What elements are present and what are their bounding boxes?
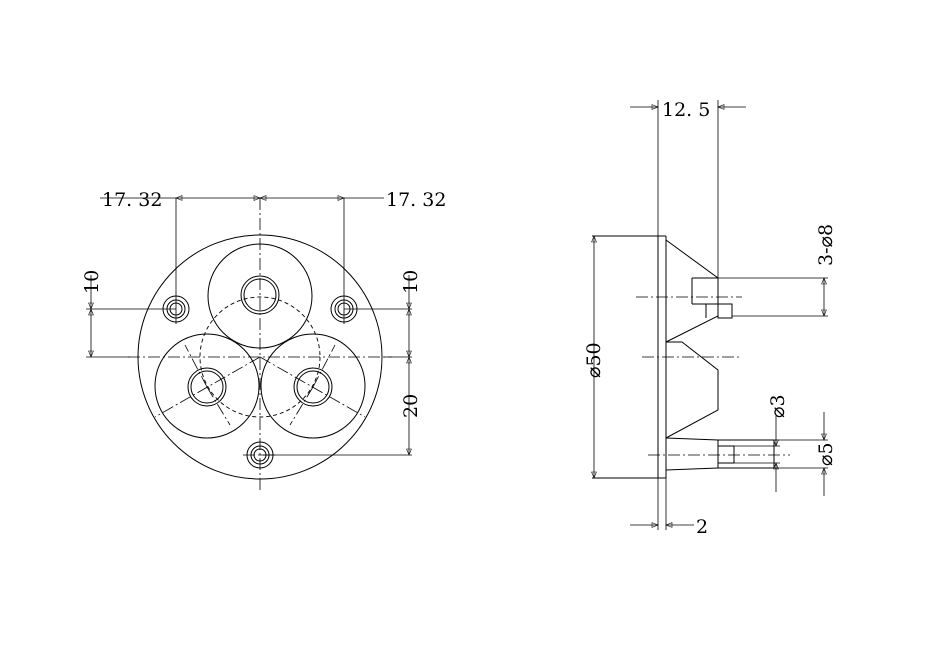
centerline-spoke-right-up <box>312 344 336 388</box>
dim-text-3-phi8: 3-⌀8 <box>815 224 837 266</box>
dim-text-20-right: 20 <box>400 394 422 418</box>
dim-text-phi5: ⌀5 <box>815 442 837 466</box>
side-view: 12. 5 3-⌀8 ⌀50 ⌀3 ⌀5 2 <box>583 99 837 538</box>
lens-hole-left-outer <box>187 367 227 407</box>
lens-hole-right-inner <box>296 370 330 404</box>
dim-text-10-right: 10 <box>400 270 422 294</box>
centerline-spoke-left-up <box>184 344 208 388</box>
dim-text-2: 2 <box>696 516 708 538</box>
dim-text-17-32-left: 17. 32 <box>102 189 162 211</box>
lens-hole-right-outer <box>293 367 333 407</box>
lens-bottom-left <box>154 333 260 439</box>
dim-text-17-32-right: 17. 32 <box>386 189 446 211</box>
centerline-spoke-right-down <box>289 386 314 426</box>
dim-text-phi50: ⌀50 <box>583 342 605 378</box>
lower-lens-edge-a <box>665 437 719 441</box>
upper-lens-pin <box>717 303 733 319</box>
middle-lens-cone <box>665 341 719 439</box>
centerline-diagonal-left <box>154 356 261 418</box>
lens-bottom-right <box>260 333 366 439</box>
centerline-spoke-left-down <box>206 386 231 426</box>
dim-text-12-5: 12. 5 <box>662 99 710 121</box>
dim-text-10-left: 10 <box>81 270 103 294</box>
lower-lens-edge-b <box>665 467 719 471</box>
dim-text-phi3: ⌀3 <box>767 394 789 418</box>
front-view: 17. 32 17. 32 10 10 20 <box>81 189 446 492</box>
centerline-diagonal-right <box>259 356 366 418</box>
lens-hole-left-inner <box>190 370 224 404</box>
